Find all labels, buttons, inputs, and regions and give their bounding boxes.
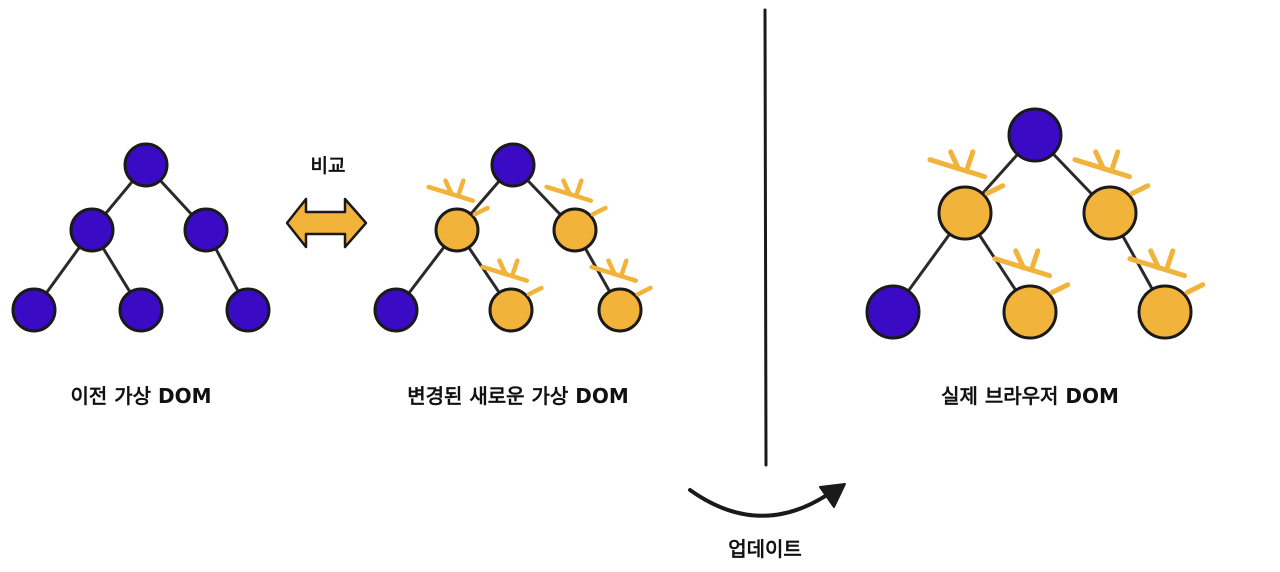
tree-node-left-left: [11, 287, 57, 333]
tree-node-root: [123, 142, 169, 188]
change-sparkle-icon: [927, 149, 1006, 197]
tree-node-left-right-changed: [1002, 284, 1058, 340]
compare-double-arrow-icon: [285, 197, 368, 249]
change-sparkle-icon: [589, 258, 653, 297]
tree-node-left-changed: [937, 185, 993, 241]
tree-node-left-right-changed: [488, 287, 534, 333]
tree-node-left: [69, 207, 115, 253]
previous-vdom-label: 이전 가상 DOM: [70, 384, 211, 408]
real-dom-tree: [865, 107, 1206, 340]
tree-node-right-changed: [552, 207, 598, 253]
tree-node-right-changed: [1082, 185, 1138, 241]
tree-node-right: [183, 207, 229, 253]
update-label: 업데이트: [728, 537, 802, 561]
tree-node-root: [490, 142, 536, 188]
new-vdom-label: 변경된 새로운 가상 DOM: [407, 384, 629, 408]
real-dom-label: 실제 브라우저 DOM: [941, 384, 1119, 408]
tree-node-right-right: [225, 287, 271, 333]
new-vdom-tree: [373, 142, 653, 333]
compare-label: 비교: [311, 155, 346, 177]
tree-node-left-left: [865, 284, 921, 340]
change-sparkle-icon: [480, 258, 544, 297]
divider-line: [763, 8, 768, 467]
tree-node-right-right-changed: [1137, 284, 1193, 340]
tree-node-root: [1007, 107, 1063, 163]
change-sparkle-icon: [544, 178, 608, 217]
tree-node-left-right: [118, 287, 164, 333]
tree-node-left-changed: [434, 207, 480, 253]
update-arrow-head-icon: [819, 483, 846, 508]
change-sparkle-icon: [426, 178, 490, 217]
change-sparkle-icon: [992, 248, 1071, 296]
previous-vdom-tree: [11, 142, 271, 333]
tree-node-left-left: [373, 287, 419, 333]
change-sparkle-icon: [1072, 149, 1151, 197]
tree-node-right-right-changed: [597, 287, 643, 333]
update-curve-arrow-icon: [688, 488, 832, 518]
change-sparkle-icon: [1127, 248, 1206, 296]
